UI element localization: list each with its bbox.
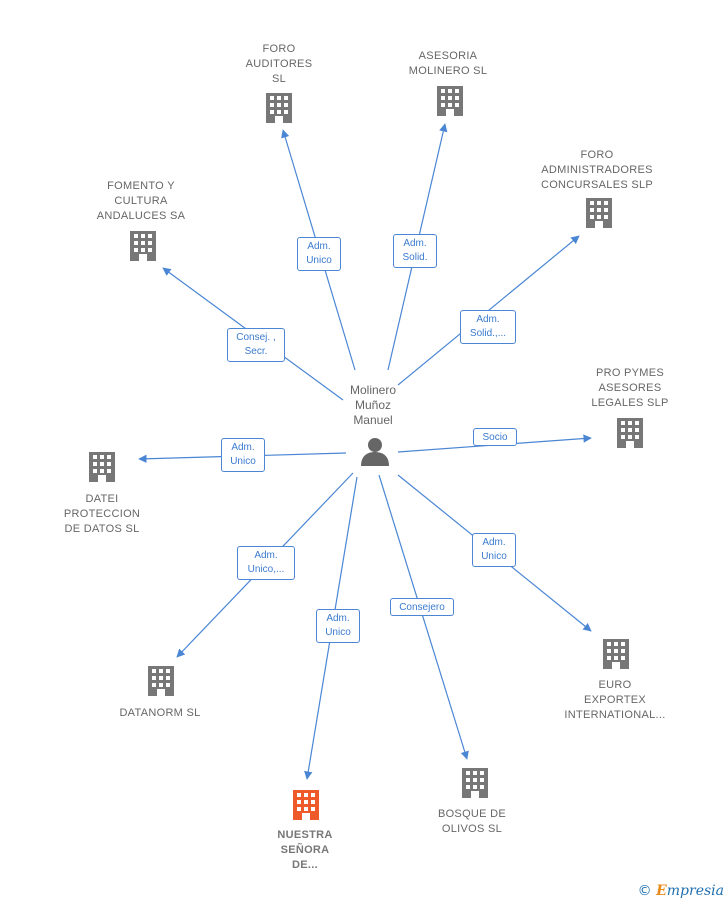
icons — [89, 86, 643, 820]
relation-label-nuestra-senora[interactable]: Adm. Unico — [316, 609, 360, 643]
relation-label-fomento-cultura[interactable]: Consej. , Secr. — [227, 328, 285, 362]
relation-label-foro-administradores[interactable]: Adm. Solid.,... — [460, 310, 516, 344]
company-label-datanorm[interactable]: DATANORM SL — [119, 707, 201, 719]
relation-label-datei[interactable]: Adm. Unico — [221, 438, 265, 472]
building-icon[interactable] — [266, 93, 292, 123]
relation-label-euro-exportex[interactable]: Adm. Unico — [472, 533, 516, 567]
company-label-asesoria-molinero[interactable]: ASESORIA MOLINERO SL — [408, 50, 488, 77]
building-icon[interactable] — [462, 768, 488, 798]
highlighted-building-icon[interactable] — [293, 790, 319, 820]
company-label-foro-administradores[interactable]: FORO ADMINISTRADORES CONCURSALES SLP — [540, 149, 654, 191]
empresia-logo[interactable]: © Empresia — [638, 883, 724, 899]
building-icon[interactable] — [603, 639, 629, 669]
relation-label-pro-pymes[interactable]: Socio — [473, 428, 517, 446]
building-icon[interactable] — [130, 231, 156, 261]
company-label-nuestra-senora[interactable]: NUESTRA SEÑORA DE... — [277, 829, 333, 871]
person-icon[interactable] — [361, 438, 389, 466]
company-label-datei[interactable]: DATEI PROTECCION DE DATOS SL — [63, 493, 141, 535]
building-icon[interactable] — [148, 666, 174, 696]
relation-label-foro-auditores[interactable]: Adm. Unico — [297, 237, 341, 271]
company-label-bosque-olivos[interactable]: BOSQUE DE OLIVOS SL — [437, 808, 507, 835]
relation-label-bosque-olivos[interactable]: Consejero — [390, 598, 454, 616]
edge-bosque-olivos — [378, 474, 469, 760]
company-label-pro-pymes[interactable]: PRO PYMES ASESORES LEGALES SLP — [591, 367, 669, 409]
company-label-foro-auditores[interactable]: FORO AUDITORES SL — [245, 43, 313, 85]
building-icon[interactable] — [437, 86, 463, 116]
brand-initial: E — [656, 883, 667, 899]
company-label-euro-exportex[interactable]: EURO EXPORTEX INTERNATIONAL... — [564, 679, 666, 721]
center-person-label[interactable]: Molinero Muñoz Manuel — [349, 383, 397, 427]
building-icon[interactable] — [89, 452, 115, 482]
relation-label-asesoria-molinero[interactable]: Adm. Solid. — [393, 234, 437, 268]
company-label-fomento-cultura[interactable]: FOMENTO Y CULTURA ANDALUCES SA — [96, 180, 186, 222]
edges — [138, 123, 592, 780]
brand-text: mpresia — [666, 883, 724, 899]
copyright-symbol: © — [637, 883, 652, 899]
building-icon[interactable] — [586, 198, 612, 228]
building-icon[interactable] — [617, 418, 643, 448]
relation-label-datanorm[interactable]: Adm. Unico,... — [237, 546, 295, 580]
